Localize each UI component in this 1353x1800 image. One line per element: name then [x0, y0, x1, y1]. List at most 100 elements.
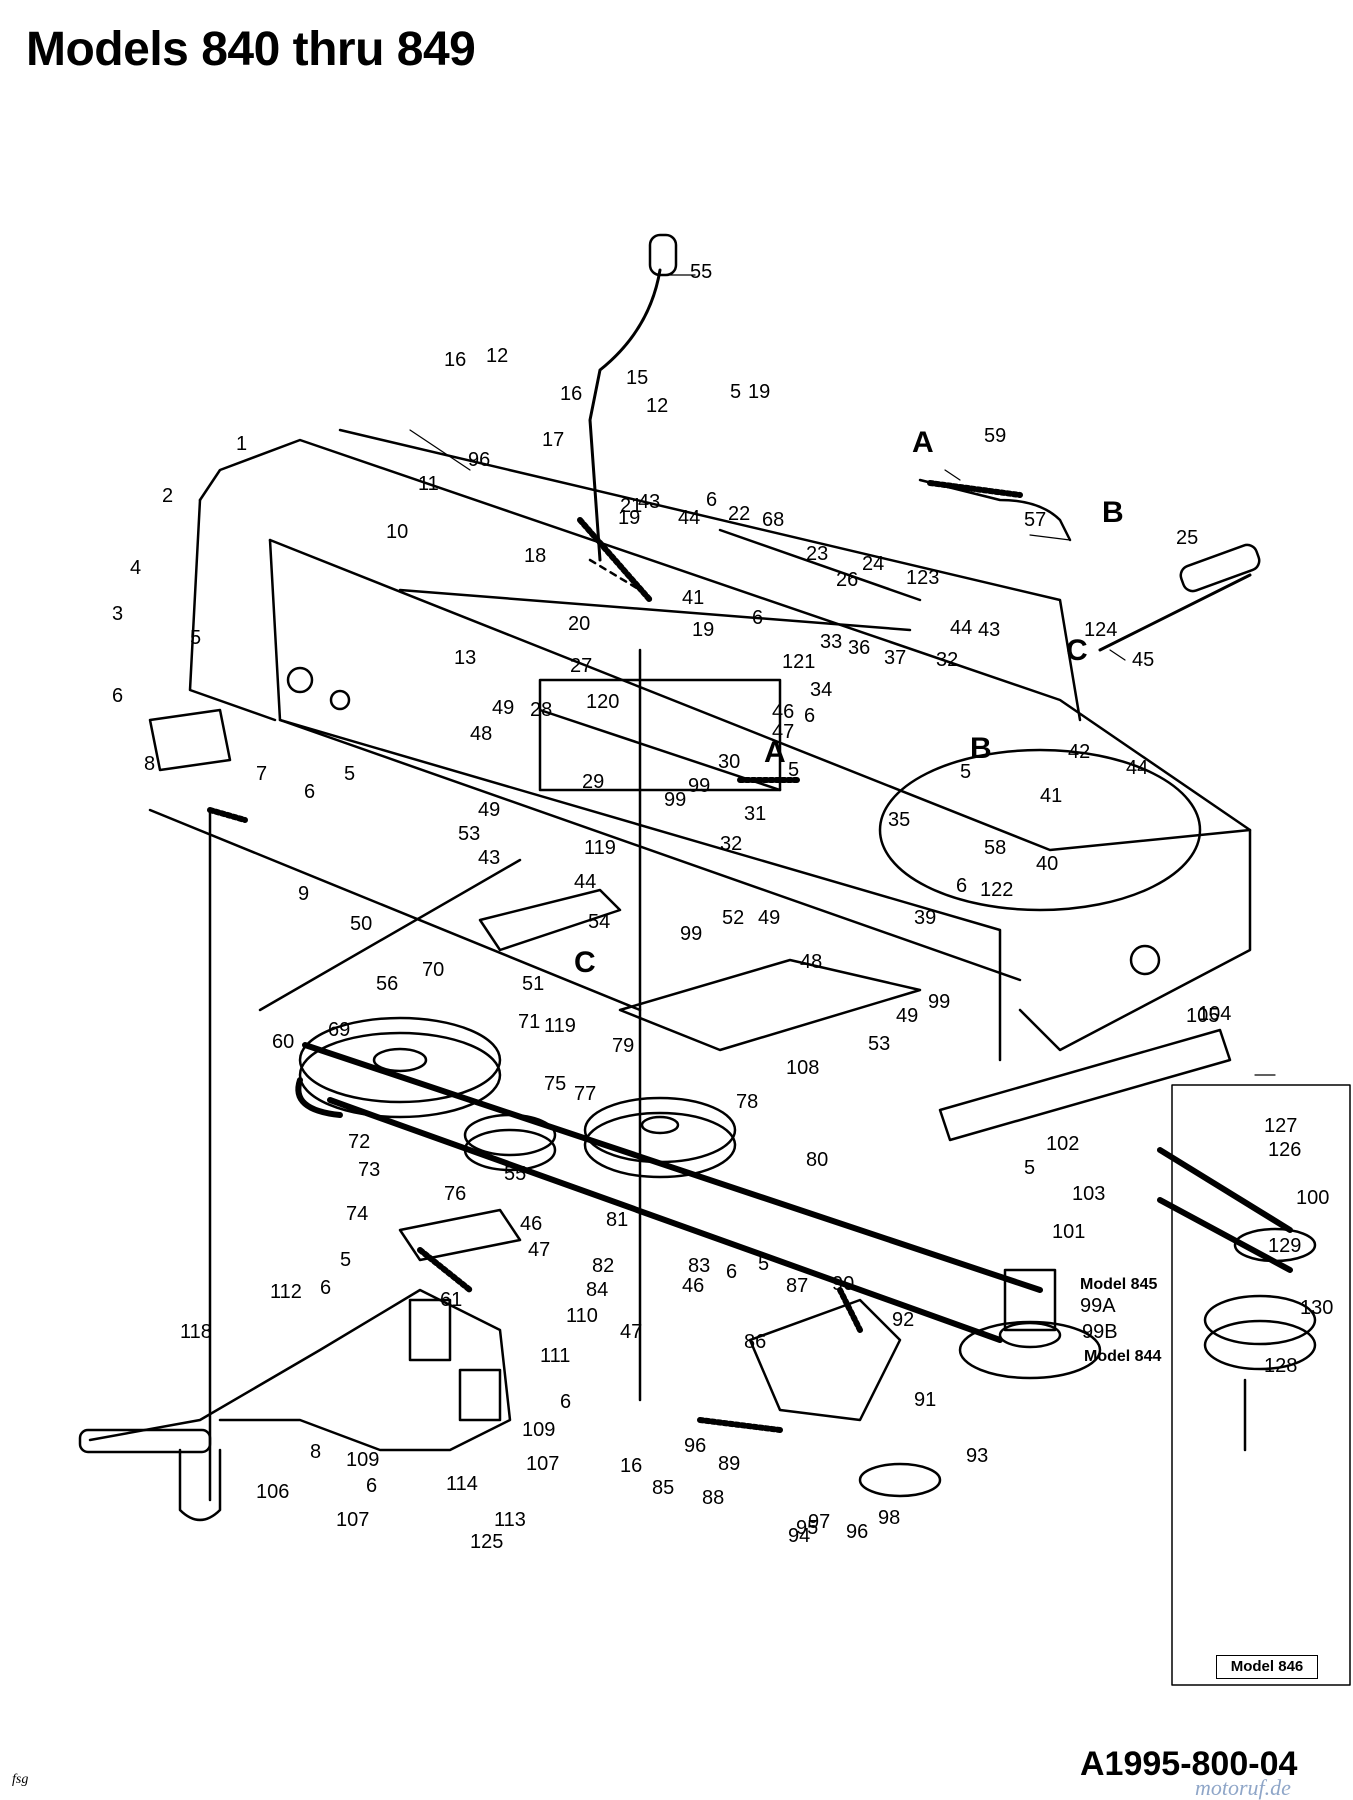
- part-label: 36: [848, 637, 871, 659]
- part-label: 31: [744, 803, 767, 825]
- part-label: 51: [522, 973, 545, 995]
- part-label: 37: [884, 647, 907, 669]
- drafter-initials: fsg: [12, 1772, 29, 1787]
- part-label: 94: [788, 1525, 811, 1547]
- part-label: 5: [340, 1249, 352, 1271]
- part-label: 111: [540, 1345, 571, 1367]
- part-label: 21: [620, 495, 643, 517]
- part-label: 19: [618, 507, 641, 529]
- part-label: 78: [736, 1091, 759, 1113]
- part-label: 129: [1268, 1235, 1302, 1257]
- part-label: 101: [1052, 1221, 1086, 1243]
- page-title: Models 840 thru 849: [26, 23, 476, 76]
- part-label: 57: [1024, 509, 1047, 531]
- part-label: 99B: [1082, 1321, 1118, 1343]
- part-label: 5: [190, 627, 202, 649]
- part-label: 4: [130, 557, 142, 579]
- part-label: 72: [348, 1131, 371, 1153]
- part-label: 125: [470, 1531, 504, 1553]
- watermark: motoruf.de: [1195, 1775, 1291, 1800]
- part-label: 6: [112, 685, 124, 707]
- part-label: 47: [620, 1321, 643, 1343]
- part-label: 16: [620, 1455, 643, 1477]
- part-label: 10: [386, 521, 409, 543]
- part-label: 83: [688, 1255, 711, 1277]
- part-label: 100: [1296, 1187, 1330, 1209]
- part-label: 44: [574, 871, 597, 893]
- part-label: 98: [878, 1507, 901, 1529]
- part-label: 89: [718, 1453, 741, 1475]
- part-label: 96: [684, 1435, 707, 1457]
- part-label: 9: [298, 883, 310, 905]
- part-label: 6: [304, 781, 316, 803]
- part-label: 3: [112, 603, 124, 625]
- callout-b-top: B: [1102, 496, 1124, 529]
- part-label: 52: [722, 907, 745, 929]
- part-label: 68: [762, 509, 785, 531]
- part-label: 6: [366, 1475, 378, 1497]
- part-label: 53: [458, 823, 481, 845]
- part-label: 110: [566, 1305, 598, 1327]
- part-label: 56: [376, 973, 399, 995]
- part-label: 42: [1068, 741, 1091, 763]
- part-label: 33: [820, 631, 843, 653]
- part-label: 113: [494, 1509, 526, 1531]
- part-label: 128: [1264, 1355, 1298, 1377]
- part-label: 108: [786, 1057, 820, 1079]
- pulleys-and-belts: [295, 1016, 1102, 1498]
- part-label: 41: [682, 587, 705, 609]
- part-label: 23: [806, 543, 829, 565]
- part-label: 70: [422, 959, 445, 981]
- part-label: 82: [592, 1255, 615, 1277]
- part-label: 88: [702, 1487, 725, 1509]
- part-label: 43: [478, 847, 501, 869]
- part-label: 79: [612, 1035, 635, 1057]
- part-label: 120: [586, 691, 620, 713]
- part-label: 81: [606, 1209, 629, 1231]
- part-label: 123: [906, 567, 940, 589]
- part-label: 6: [956, 875, 968, 897]
- part-label: 59: [984, 425, 1007, 447]
- part-label: 1: [236, 433, 248, 455]
- callout-c-right: C: [1066, 634, 1088, 667]
- part-label: 122: [980, 879, 1014, 901]
- brackets-and-plates: [148, 708, 1232, 1422]
- part-label: 25: [1176, 527, 1199, 549]
- callout-a-middle: A: [764, 736, 786, 769]
- diagram-code: A1995-800-04: [1080, 1745, 1298, 1783]
- part-label: 99: [680, 923, 703, 945]
- part-label: 126: [1268, 1139, 1302, 1161]
- part-label: 49: [758, 907, 781, 929]
- part-label: 44: [950, 617, 973, 639]
- part-label: 43: [638, 491, 661, 513]
- part-label: 12: [646, 395, 669, 417]
- part-label: 12: [486, 345, 509, 367]
- callout-c-left: C: [574, 946, 596, 979]
- part-label: 105: [1186, 1005, 1220, 1027]
- part-label: 6: [752, 607, 764, 629]
- part-label: 109: [346, 1449, 380, 1471]
- part-label: 44: [1126, 757, 1149, 779]
- part-label: 76: [444, 1183, 467, 1205]
- leader-lines: [409, 274, 1276, 1076]
- part-label: 49: [896, 1005, 919, 1027]
- part-label: 84: [586, 1279, 609, 1301]
- part-label: 5: [730, 381, 742, 403]
- part-label: 86: [744, 1331, 767, 1353]
- part-label: 99A: [1080, 1295, 1116, 1317]
- part-label: 43: [978, 619, 1001, 641]
- part-label: 19: [748, 381, 771, 403]
- part-label: 54: [588, 911, 611, 933]
- part-label: 73: [358, 1159, 381, 1181]
- part-label: 77: [574, 1083, 597, 1105]
- part-label: 107: [336, 1509, 370, 1531]
- part-label: 97: [808, 1511, 831, 1533]
- part-label: 61: [440, 1289, 463, 1311]
- part-label: 71: [518, 1011, 541, 1033]
- part-label: 121: [782, 651, 816, 673]
- callout-a-top: A: [912, 426, 934, 459]
- part-label: 5: [788, 759, 800, 781]
- part-label: 30: [718, 751, 741, 773]
- part-label: 96: [846, 1521, 869, 1543]
